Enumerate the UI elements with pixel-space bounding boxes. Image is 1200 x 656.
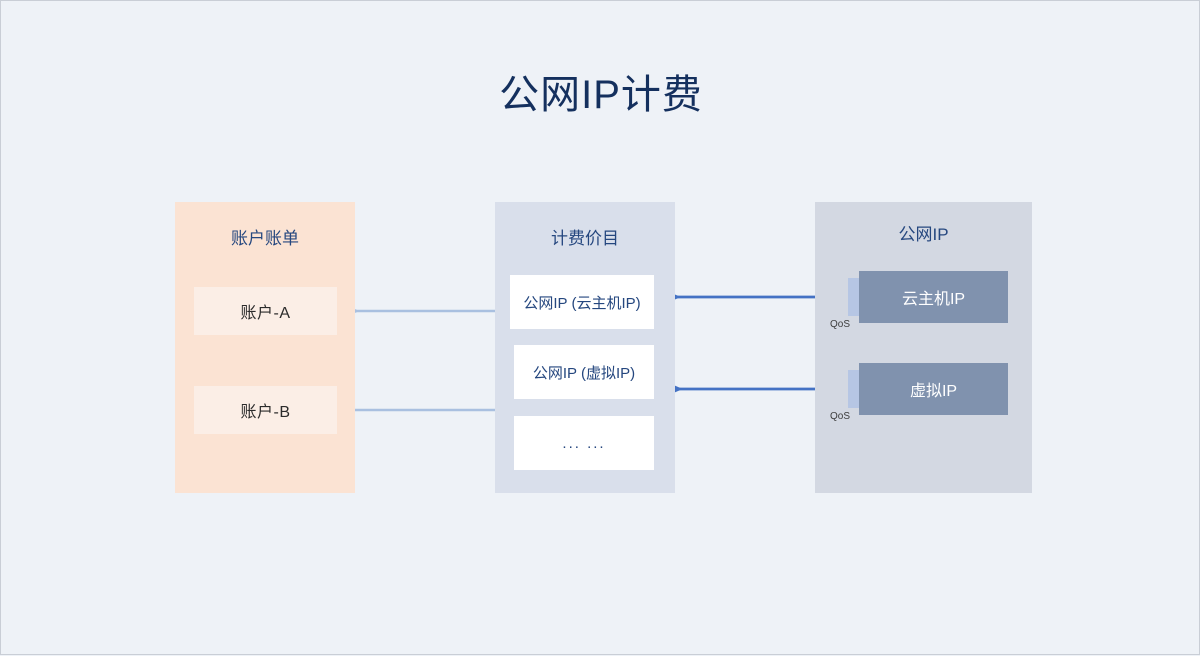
public-ip-cloud-host-ip-label: 云主机IP [901, 291, 966, 308]
account-b-box[interactable]: 账户-B [194, 386, 337, 434]
panel-public-ip-title: 公网IP [898, 225, 949, 244]
public-ip-virtual-ip-box[interactable]: 虚拟IP [859, 363, 1008, 415]
public-ip-virtual-ip-label: 虚拟IP [909, 383, 958, 400]
panel-account-billing-title: 账户账单 [231, 229, 299, 248]
page-title: 公网IP计费 [499, 73, 703, 117]
account-b-label: 账户-B [240, 404, 291, 421]
account-a-label: 账户-A [240, 305, 291, 322]
panel-account-billing: 账户账单 账户-A 账户-B [175, 202, 355, 493]
qos-label-virtual-ip: QoS [830, 411, 851, 422]
pricing-item-more-label: ... ... [562, 434, 606, 452]
account-a-box[interactable]: 账户-A [194, 287, 337, 335]
qos-connector-virtual-ip [848, 370, 860, 408]
pricing-item-virtual-ip-label: 公网IP (虚拟IP) [532, 364, 636, 382]
qos-label-cloud-host-ip: QoS [830, 319, 851, 330]
qos-connector-cloud-host-ip [848, 278, 860, 316]
pricing-item-cloud-host-ip[interactable]: 公网IP (云主机IP) [510, 275, 654, 329]
pricing-item-virtual-ip[interactable]: 公网IP (虚拟IP) [514, 345, 654, 399]
panel-pricing-catalog: 计费价目 公网IP (云主机IP) 公网IP (虚拟IP) ... ... [495, 202, 675, 493]
pricing-item-cloud-host-ip-label: 公网IP (云主机IP) [523, 294, 641, 312]
panel-pricing-catalog-title: 计费价目 [551, 229, 619, 248]
panel-public-ip: 公网IP 云主机IP QoS 虚拟IP QoS [815, 202, 1032, 493]
pricing-item-more[interactable]: ... ... [514, 416, 654, 470]
public-ip-cloud-host-ip-box[interactable]: 云主机IP [859, 271, 1008, 323]
